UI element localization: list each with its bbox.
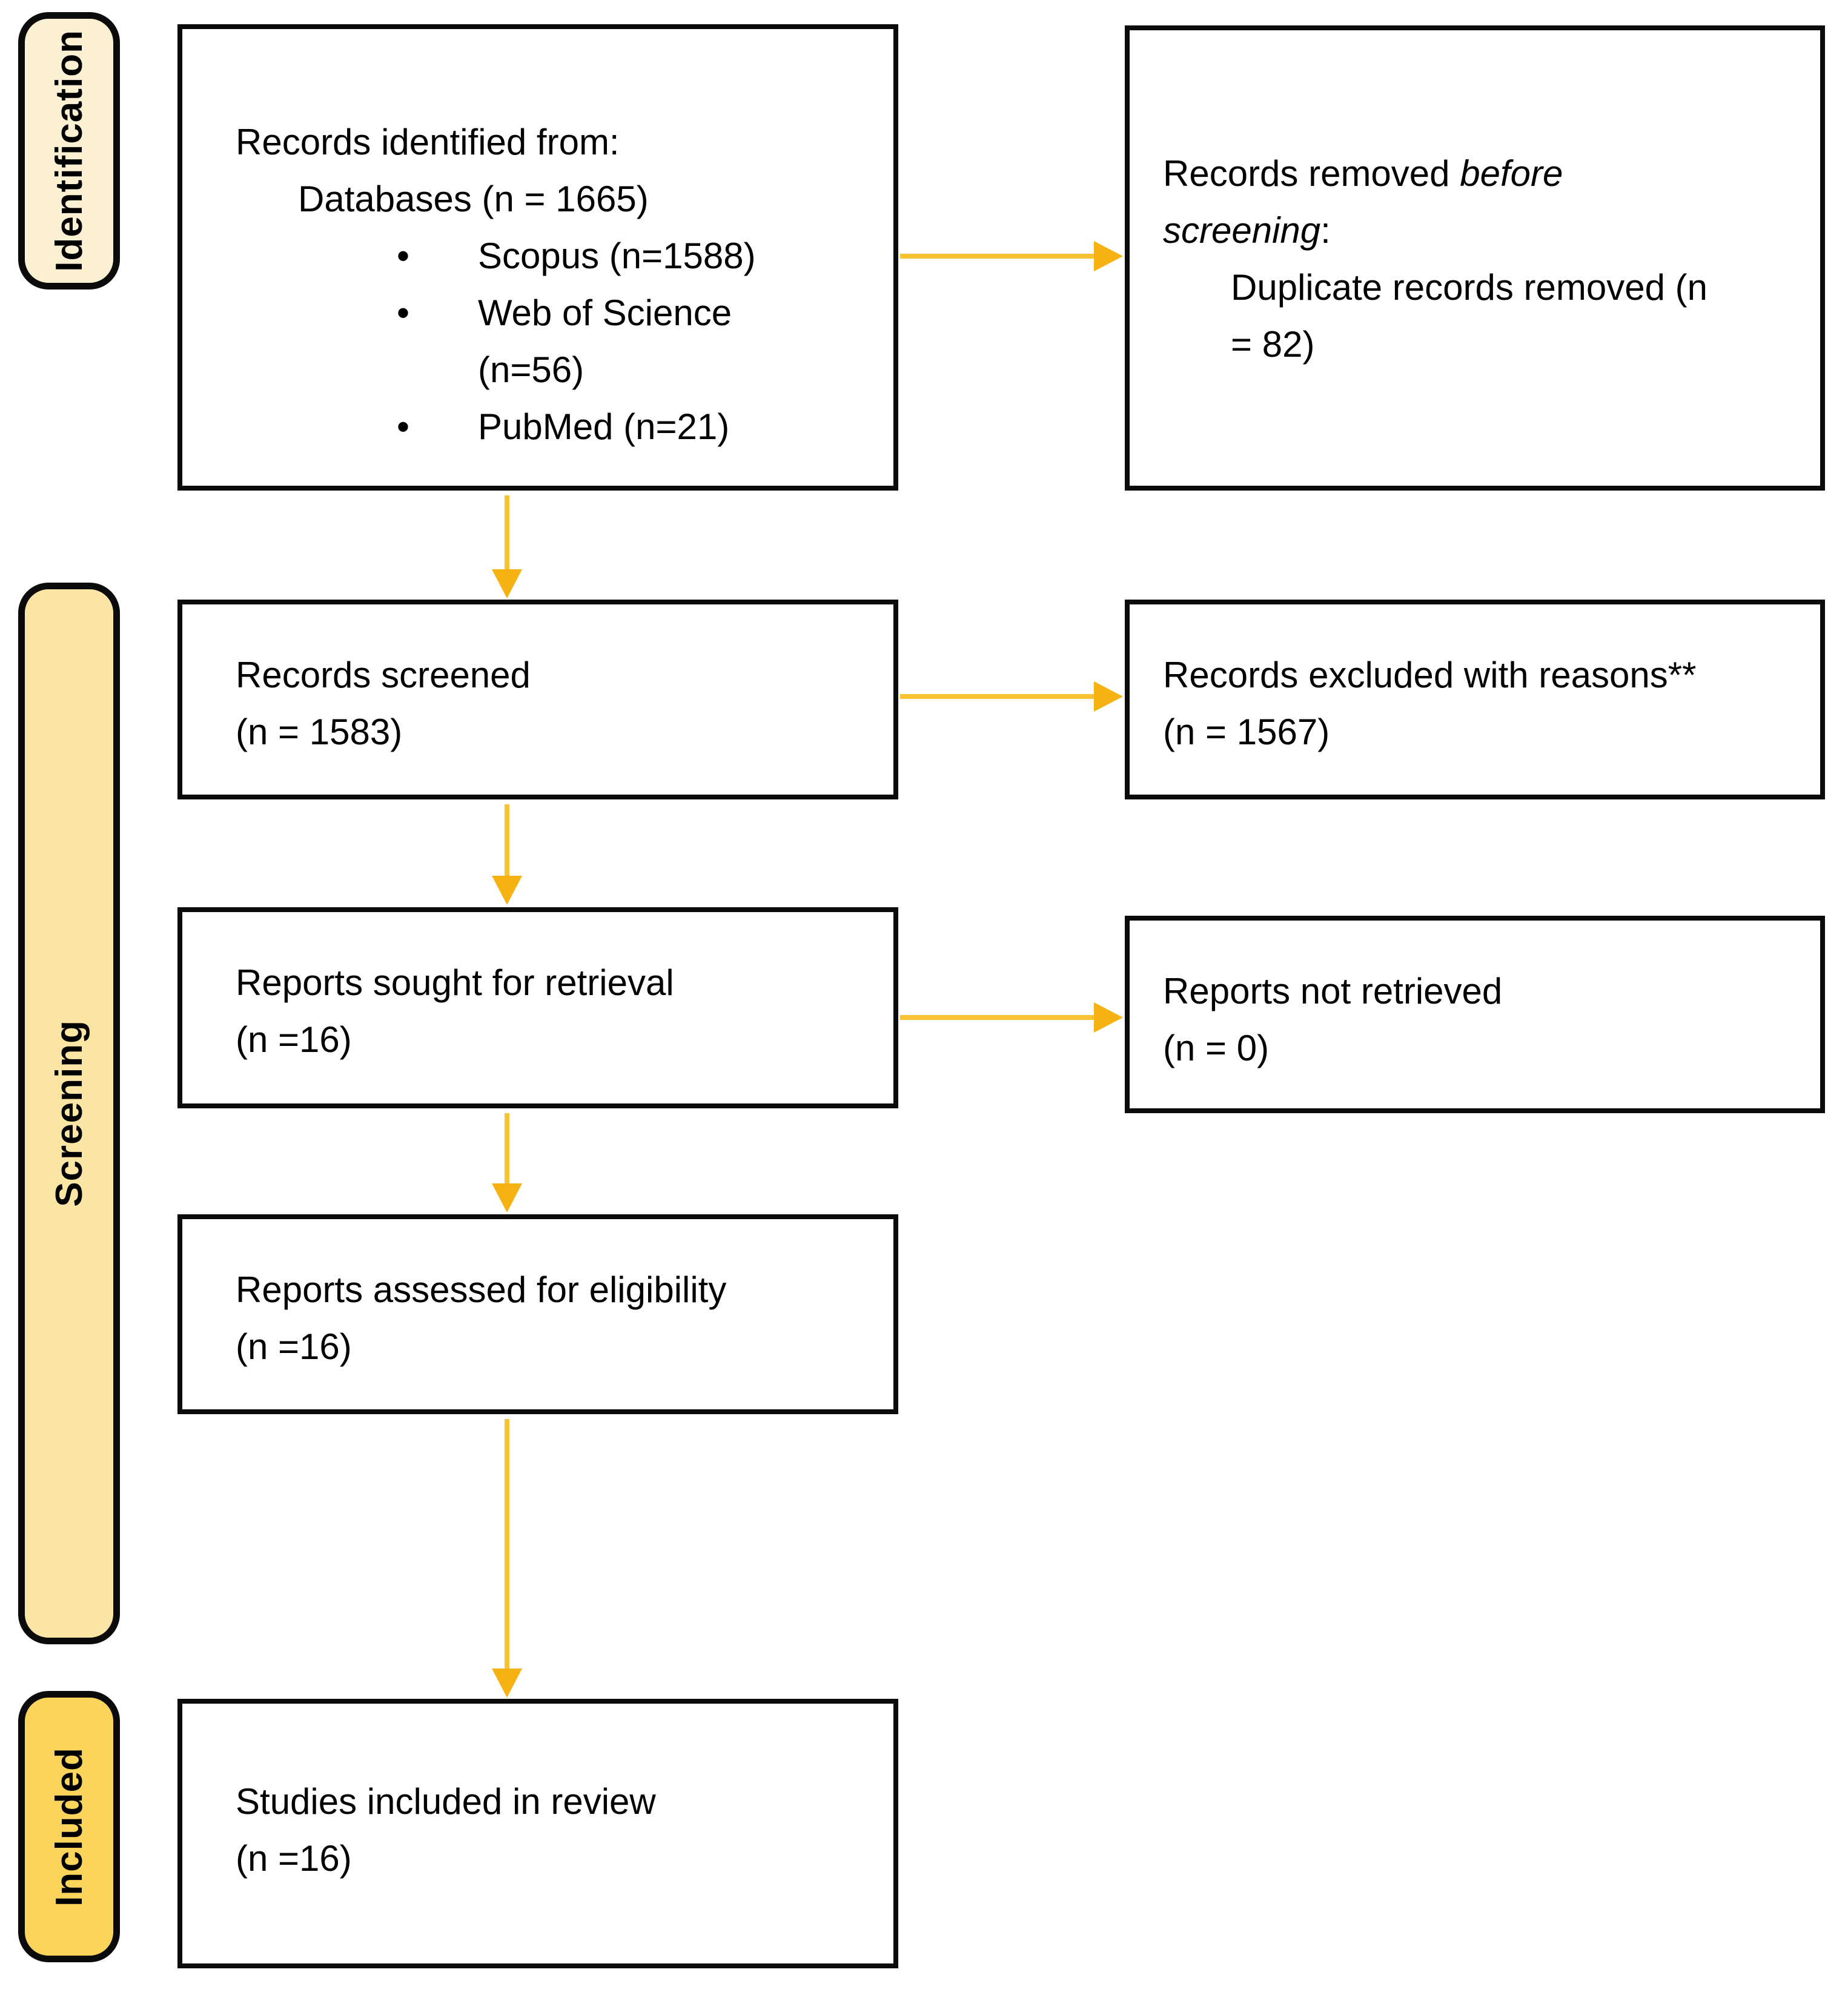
- bullet-scopus-text: Scopus (n=1588): [478, 236, 756, 276]
- box-studies-included: Studies included in review (n =16): [177, 1699, 898, 1968]
- bullet-item-scopus: • Scopus (n=1588): [397, 228, 875, 285]
- reports-sought-line1: Reports sought for retrieval: [236, 962, 674, 1003]
- box-reports-not-retrieved: Reports not retrieved (n = 0): [1125, 916, 1825, 1113]
- bullet-wos-text-line2: (n=56): [478, 349, 585, 390]
- arrow-shaft: [505, 1113, 509, 1187]
- stage-bar-identification: Identification: [18, 12, 120, 289]
- records-excluded-line2: (n = 1567): [1163, 712, 1330, 752]
- box-records-excluded: Records excluded with reasons** (n = 156…: [1125, 600, 1825, 799]
- bullet-item-pubmed: • PubMed (n=21): [397, 399, 875, 455]
- arrow-shaft: [900, 694, 1098, 699]
- records-identified-databases: Databases (n = 1665): [298, 179, 649, 219]
- stage-label-identification: Identification: [48, 30, 90, 272]
- box-records-removed-before-screening: Records removed before screening: Duplic…: [1125, 25, 1825, 491]
- reports-assessed-line2: (n =16): [236, 1326, 352, 1367]
- box-records-screened: Records screened (n = 1583): [177, 600, 898, 799]
- reports-sought-line2: (n =16): [236, 1019, 352, 1060]
- box-records-identified: Records identified from: Databases (n = …: [177, 24, 898, 491]
- studies-included-line2: (n =16): [236, 1838, 352, 1879]
- duplicates-removed-line1: Duplicate records removed (n: [1231, 267, 1708, 308]
- bullet-icon: •: [397, 293, 410, 333]
- arrow-head-down-icon: [492, 1669, 522, 1698]
- arrow-shaft: [900, 1015, 1098, 1020]
- stage-label-included: Included: [48, 1747, 90, 1907]
- records-screened-line1: Records screened: [236, 655, 531, 695]
- arrow-screened-to-excluded-icon: [900, 681, 1123, 712]
- bullet-icon: •: [397, 236, 410, 276]
- records-removed-line1: Records removed before: [1163, 153, 1563, 194]
- arrow-identified-to-screened-icon: [492, 495, 522, 598]
- arrow-head-down-icon: [492, 569, 522, 598]
- arrow-head-down-icon: [492, 876, 522, 905]
- bullet-icon: •: [397, 406, 410, 447]
- arrow-shaft: [505, 1419, 509, 1672]
- reports-assessed-line1: Reports assessed for eligibility: [236, 1269, 727, 1310]
- reports-not-retrieved-line2: (n = 0): [1163, 1028, 1270, 1068]
- arrow-sought-to-assessed-icon: [492, 1113, 522, 1212]
- arrow-head-right-icon: [1094, 241, 1123, 271]
- arrow-assessed-to-included-icon: [492, 1419, 522, 1698]
- arrow-screened-to-sought-icon: [492, 804, 522, 905]
- records-removed-line2: screening:: [1163, 210, 1331, 251]
- arrow-shaft: [505, 804, 509, 879]
- arrow-shaft: [505, 495, 509, 573]
- box-reports-sought: Reports sought for retrieval (n =16): [177, 907, 898, 1108]
- studies-included-line1: Studies included in review: [236, 1781, 656, 1822]
- records-identified-title: Records identified from:: [236, 122, 620, 162]
- arrow-head-down-icon: [492, 1183, 522, 1212]
- arrow-head-right-icon: [1094, 1002, 1123, 1033]
- stage-bar-included: Included: [18, 1691, 120, 1962]
- arrow-sought-to-not-retrieved-icon: [900, 1002, 1123, 1033]
- arrow-head-right-icon: [1094, 681, 1123, 712]
- bullet-item-web-of-science: • Web of Science (n=56): [397, 285, 875, 399]
- arrow-shaft: [900, 254, 1098, 259]
- records-screened-line2: (n = 1583): [236, 712, 403, 752]
- bullet-wos-text-line1: Web of Science: [478, 293, 732, 333]
- records-excluded-line1: Records excluded with reasons**: [1163, 655, 1697, 695]
- stage-bar-screening: Screening: [18, 583, 120, 1644]
- stage-label-screening: Screening: [48, 1020, 90, 1207]
- arrow-identified-to-removed-icon: [900, 241, 1123, 271]
- duplicates-removed-line2: = 82): [1231, 324, 1315, 365]
- box-reports-assessed: Reports assessed for eligibility (n =16): [177, 1214, 898, 1414]
- bullet-pubmed-text: PubMed (n=21): [478, 406, 730, 447]
- reports-not-retrieved-line1: Reports not retrieved: [1163, 971, 1503, 1011]
